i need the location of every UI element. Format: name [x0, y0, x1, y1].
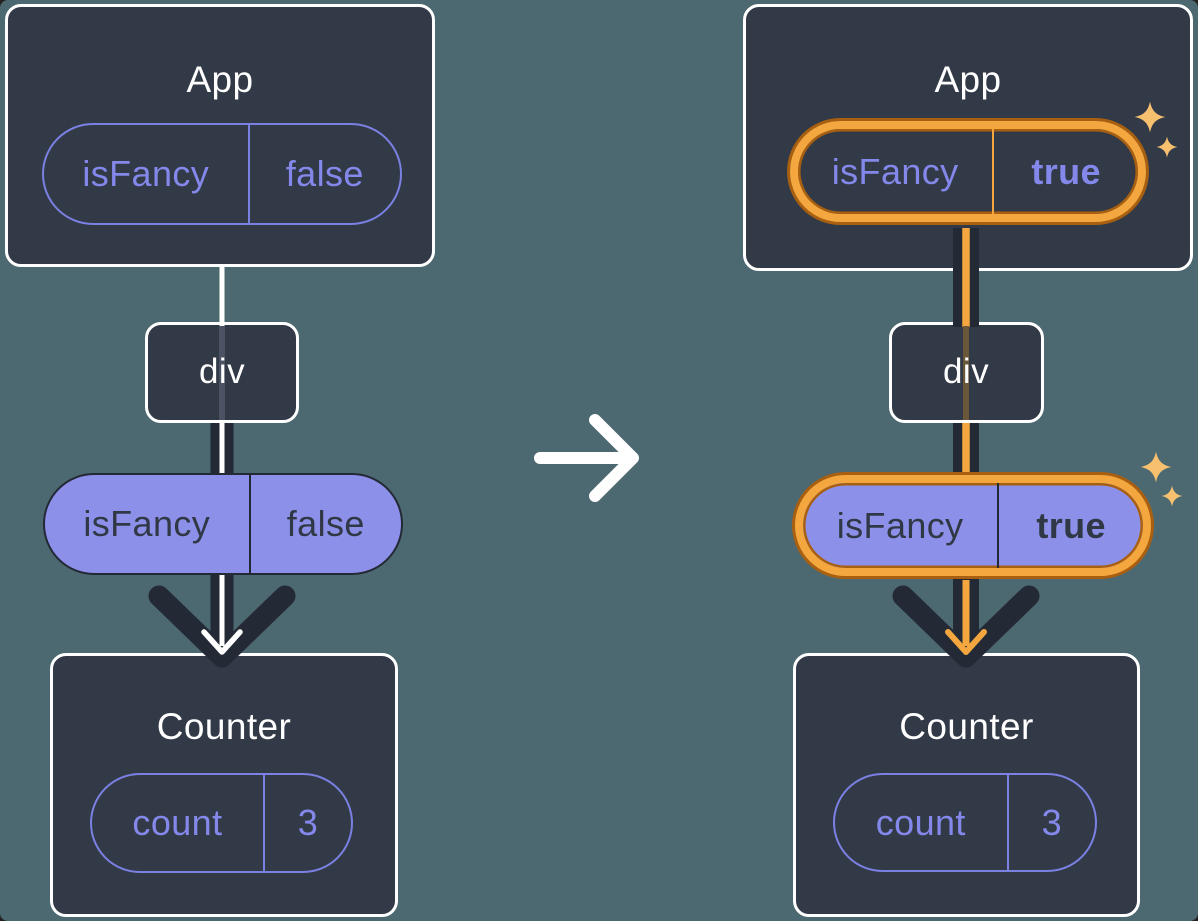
transition-right-arrow-icon [534, 414, 639, 502]
before-counter-state-pill: count 3 [90, 773, 353, 873]
sparkle-small [1156, 136, 1178, 158]
before-app-state-pill: isFancy false [42, 123, 402, 225]
sparkle-small [1161, 485, 1183, 507]
prop-name: isFancy [83, 503, 211, 544]
before-prop-pill: isFancy false [43, 473, 403, 575]
after-counter-state-pill: count 3 [833, 773, 1097, 872]
state-value: false [247, 125, 400, 223]
prop-value: false [248, 475, 401, 573]
after-app-sparkles-icon [1134, 101, 1178, 158]
state-name: count [132, 802, 223, 843]
state-name: count [875, 801, 966, 843]
state-value: 3 [1006, 775, 1095, 870]
after-flow-arrowhead-outer [892, 585, 1040, 668]
after-flow-arrowhead-core [945, 629, 987, 655]
prop-value: true [997, 483, 1143, 568]
transition-arrow-head [589, 414, 639, 502]
state-value: 3 [262, 775, 351, 871]
after-prop-pill-highlighted: isFancy true [795, 475, 1151, 576]
before-flow-arrowhead-outer [148, 585, 296, 668]
before-flow-arrowhead-core [201, 629, 243, 655]
after-prop-sparkles-icon [1140, 451, 1183, 507]
sparkle-big [1140, 451, 1172, 483]
before-div-label: div [199, 352, 245, 391]
after-app-title: App [934, 59, 1002, 100]
sparkle-big [1134, 101, 1166, 133]
before-counter-title: Counter [156, 706, 292, 747]
after-div-label: div [943, 352, 989, 391]
state-value: true [992, 129, 1138, 214]
after-app-state-pill-highlighted: isFancy true [790, 121, 1146, 222]
state-name: isFancy [831, 150, 959, 192]
state-name: isFancy [82, 153, 210, 194]
after-counter-title: Counter [899, 706, 1034, 747]
prop-name: isFancy [836, 504, 964, 546]
before-app-title: App [186, 59, 254, 100]
